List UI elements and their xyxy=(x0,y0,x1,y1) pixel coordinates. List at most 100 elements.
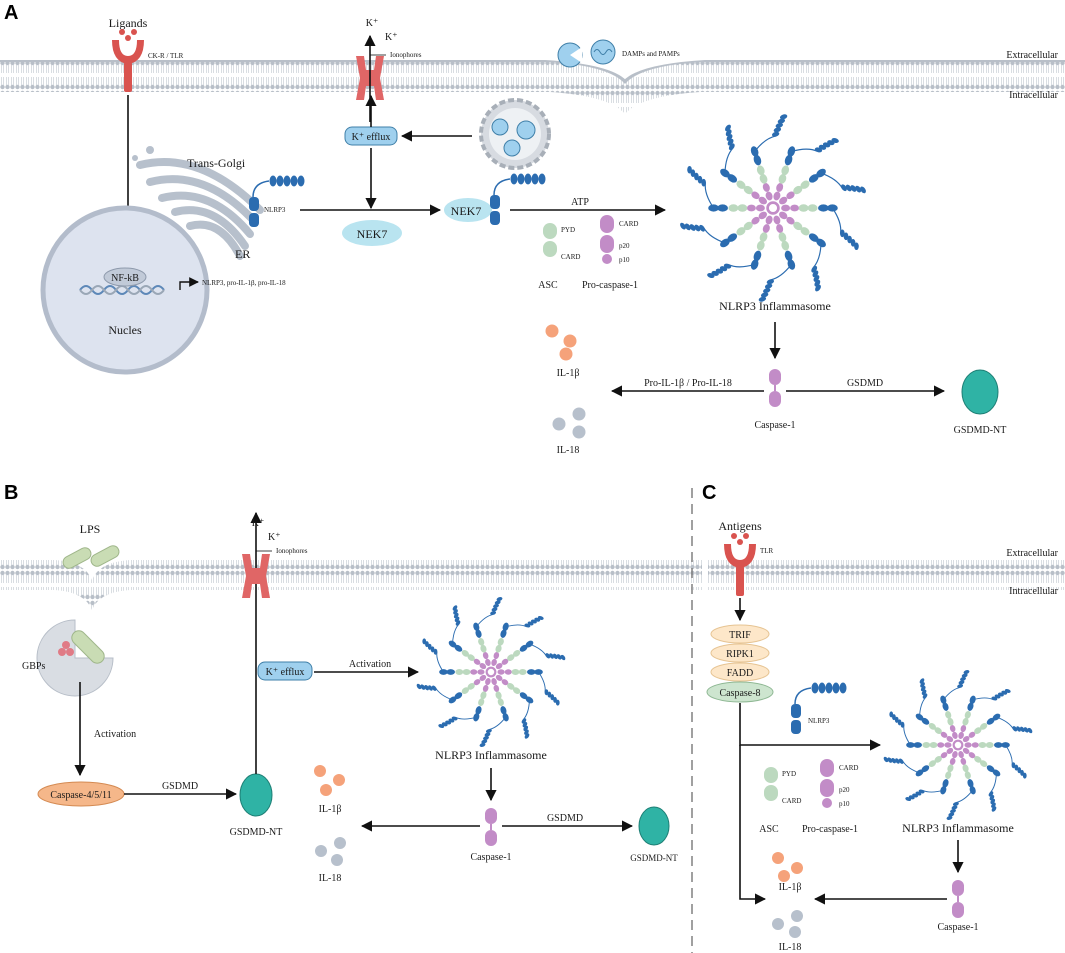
nlrp3-label-c: NLRP3 xyxy=(808,717,830,725)
ionophores-label-a: Ionophores xyxy=(390,51,422,59)
p20-label-c: p20 xyxy=(839,786,850,794)
p20-label-a: p20 xyxy=(619,242,630,250)
il1b-b-icon xyxy=(314,765,345,796)
nek7-bound-label: NEK7 xyxy=(451,204,482,218)
ionophores-label-b: Ionophores xyxy=(276,547,308,555)
nlrp3-label-a: NLRP3 xyxy=(264,206,286,214)
il1b-label-c: IL-1β xyxy=(779,882,802,893)
gsdmd-nt-label-a: GSDMD-NT xyxy=(954,425,1007,436)
caspase-4511-label: Caspase-4/5/11 xyxy=(50,790,111,801)
gbps-label: GBPs xyxy=(22,661,45,672)
caspase1-label-c: Caspase-1 xyxy=(937,922,978,933)
card-asc-label-c: CARD xyxy=(782,797,801,805)
pro-il-label: Pro-IL-1β / Pro-IL-18 xyxy=(644,378,732,389)
card-asc-label-a: CARD xyxy=(561,253,580,261)
membrane-a xyxy=(0,60,1065,114)
k-label-b1: K⁺ xyxy=(252,518,265,529)
asc-label-c: ASC xyxy=(759,824,779,835)
extracellular-label-a: Extracellular xyxy=(1006,50,1058,61)
pro-caspase-label-a: Pro-caspase-1 xyxy=(582,280,638,291)
damps-label: DAMPs and PAMPs xyxy=(622,50,680,58)
inflammasome-label-a: NLRP3 Inflammasome xyxy=(719,299,831,313)
gsdmd1-label-b: GSDMD xyxy=(162,781,198,792)
procaspase-c-icon xyxy=(820,759,834,808)
il18-label-c: IL-18 xyxy=(779,942,802,953)
il18-label-a: IL-18 xyxy=(557,445,580,456)
caspase1-c-icon xyxy=(951,879,965,919)
inflammasome-a-icon xyxy=(680,114,866,302)
intracellular-label-a: Intracellular xyxy=(1009,90,1059,101)
nucleus-icon xyxy=(40,205,210,375)
gsdmd2-label-b: GSDMD xyxy=(547,813,583,824)
antigens-label: Antigens xyxy=(718,519,762,533)
pyd-label-a: PYD xyxy=(561,226,575,234)
extracellular-label-b: Extracellular xyxy=(1006,548,1058,559)
er-label: ER xyxy=(235,247,250,261)
il1b-label-a: IL-1β xyxy=(557,368,580,379)
gsdmd-nt1-label-b: GSDMD-NT xyxy=(230,827,283,838)
gsdmd-nt2-label-b: GSDMD-NT xyxy=(630,853,678,863)
nlrp3-c-icon xyxy=(790,681,848,735)
k-label-a1: K⁺ xyxy=(366,18,379,29)
panel-label-c: C xyxy=(702,482,716,504)
phagosome-icon xyxy=(479,98,551,170)
golgi-er-icon xyxy=(132,146,264,260)
card-pro-label-a: CARD xyxy=(619,220,638,228)
card-pro-label-c: CARD xyxy=(839,764,858,772)
k-efflux-label-b: K⁺ efflux xyxy=(266,667,305,678)
pro-caspase-label-c: Pro-caspase-1 xyxy=(802,824,858,835)
il1b-a-icon xyxy=(545,324,577,361)
nek7-free-label: NEK7 xyxy=(357,227,388,241)
asc-c-icon xyxy=(764,767,778,801)
arrow-casp8-to-il18 xyxy=(739,745,767,905)
p10-label-a: p10 xyxy=(619,256,630,264)
gsdmd-nt-b2-icon xyxy=(638,806,670,846)
adaptor-stack xyxy=(706,624,774,703)
caspase1-label-a: Caspase-1 xyxy=(754,420,795,431)
membrane-b xyxy=(0,560,1065,610)
gsdmd-nt-a-icon xyxy=(961,369,999,415)
damps-pamps-icon xyxy=(557,39,616,68)
trif-label: TRIF xyxy=(729,630,751,641)
inflammasome-c-icon xyxy=(883,670,1033,820)
pyd-label-c: PYD xyxy=(782,770,796,778)
nlrp3-a-icon xyxy=(248,174,306,228)
il18-a-icon xyxy=(552,407,586,439)
gsdmd-label-a: GSDMD xyxy=(847,378,883,389)
asc-label-a: ASC xyxy=(538,280,558,291)
genes-label: NLRP3, pro-IL-1β, pro-IL-18 xyxy=(202,279,286,287)
inflammasome-b-icon xyxy=(416,597,566,747)
k-efflux-box-b xyxy=(257,661,313,681)
asc-a-icon xyxy=(543,223,557,257)
inflammasome-label-b: NLRP3 Inflammasome xyxy=(435,748,547,762)
caspase1-a-icon xyxy=(768,368,782,408)
tlr-label: TLR xyxy=(760,547,774,555)
ligands-label: Ligands xyxy=(109,16,148,30)
caspase8-label: Caspase-8 xyxy=(719,688,760,699)
activation1-label: Activation xyxy=(94,729,136,740)
lps-label: LPS xyxy=(80,522,101,536)
fadd-label: FADD xyxy=(727,668,753,679)
inflammasome-label-c: NLRP3 Inflammasome xyxy=(902,821,1014,835)
k-efflux-label-a: K⁺ efflux xyxy=(352,132,391,143)
k-label-b2: K⁺ xyxy=(268,532,281,543)
panel-label-b: B xyxy=(4,482,18,504)
trans-golgi-label: Trans-Golgi xyxy=(187,156,246,170)
lps-icon xyxy=(62,545,120,569)
il1b-c-icon xyxy=(772,852,803,882)
nek7-free xyxy=(342,220,402,246)
intracellular-label-b: Intracellular xyxy=(1009,586,1059,597)
nfkb-label: NF-kB xyxy=(111,273,139,284)
il1b-label-b: IL-1β xyxy=(319,804,342,815)
p10-label-c: p10 xyxy=(839,800,850,808)
caspase1-b-icon xyxy=(484,807,498,847)
nucles-label: Nucles xyxy=(108,323,142,337)
arrow-transcription xyxy=(179,277,199,290)
caspase1-label-b: Caspase-1 xyxy=(470,852,511,863)
panel-label-a: A xyxy=(4,2,18,24)
receptor-a-label: CK-R / TLR xyxy=(148,52,184,60)
nek7-bound xyxy=(444,198,492,222)
k-label-a2: K⁺ xyxy=(385,32,398,43)
gbps-icon xyxy=(36,619,114,697)
